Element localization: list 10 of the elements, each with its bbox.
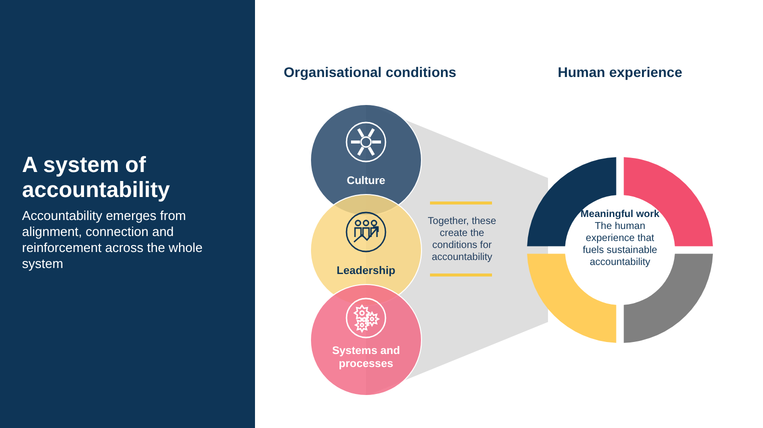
description: Accountability emerges from alignment, connection and reinforcement across the whole system xyxy=(22,208,204,272)
column-heading: Human experience xyxy=(556,64,684,80)
circle-label: Systems and processes xyxy=(331,345,401,371)
center-heading: Meaningful work xyxy=(580,209,660,221)
center-text: The human experience that fuels sustainable accountability xyxy=(582,221,658,269)
column-heading: Organisational conditions xyxy=(282,64,458,80)
title: A system of accountability xyxy=(22,152,171,202)
funnel-text: Together, these create the conditions for accountability xyxy=(426,216,498,264)
circle-label: Leadership xyxy=(336,265,396,278)
circle-label: Culture xyxy=(346,175,386,188)
